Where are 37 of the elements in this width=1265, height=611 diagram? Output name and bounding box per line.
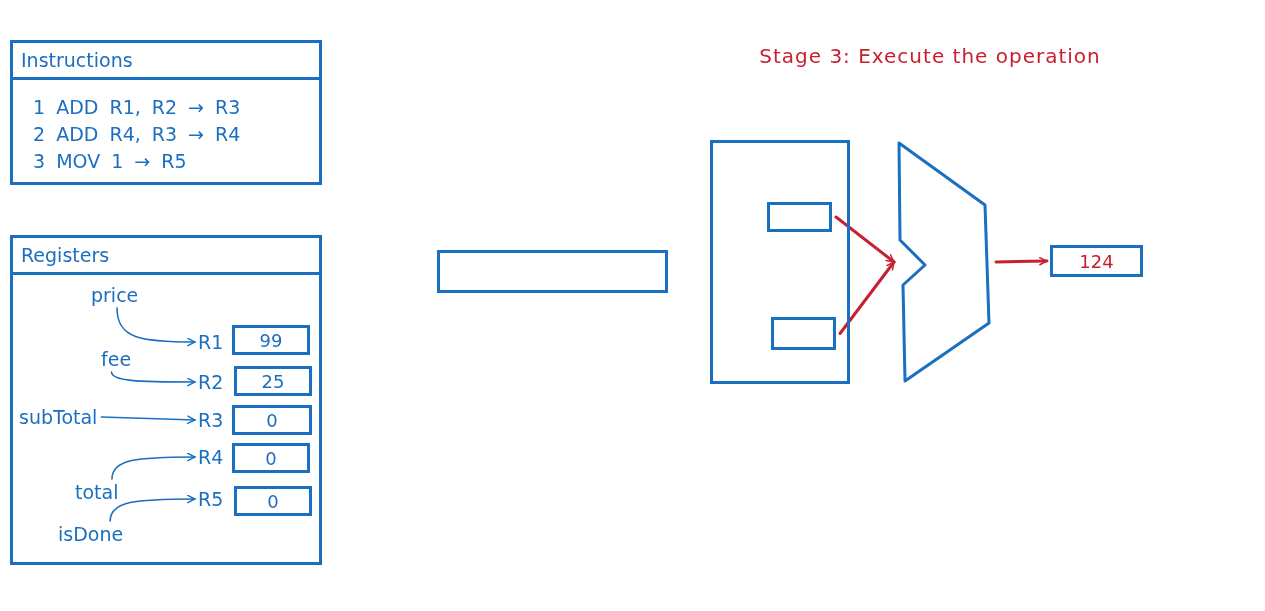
arrow bbox=[111, 452, 196, 480]
panel bbox=[10, 235, 322, 565]
register-name: R3 bbox=[198, 409, 224, 431]
register-name: R4 bbox=[198, 446, 224, 468]
value-box: 124 bbox=[1050, 245, 1143, 277]
panel-title: Instructions bbox=[21, 49, 133, 71]
register-name: R2 bbox=[198, 371, 224, 393]
alu-shape bbox=[897, 141, 992, 383]
arrow bbox=[110, 371, 196, 387]
variable-name: total bbox=[75, 481, 119, 503]
register-name: R1 bbox=[198, 331, 224, 353]
operand-box bbox=[771, 317, 836, 350]
arrow bbox=[116, 307, 196, 347]
arrow bbox=[109, 494, 196, 522]
value-box: 0 bbox=[232, 443, 310, 473]
instruction-line: 1 ADD R1, R2 → R3 bbox=[33, 96, 241, 118]
variable-name: subTotal bbox=[19, 406, 98, 428]
arrow bbox=[100, 415, 196, 425]
register-name: R5 bbox=[198, 488, 224, 510]
arrow bbox=[838, 260, 896, 335]
register-file-box bbox=[710, 140, 850, 384]
value-box: 0 bbox=[234, 486, 312, 516]
value-box: 0 bbox=[232, 405, 312, 435]
variable-name: fee bbox=[101, 348, 132, 370]
arrow bbox=[994, 256, 1049, 266]
panel-title: Registers bbox=[21, 244, 110, 266]
instruction-line: 3 MOV 1 → R5 bbox=[33, 150, 187, 172]
value-box: 99 bbox=[232, 325, 310, 355]
empty-bar bbox=[437, 250, 668, 293]
arrow bbox=[834, 215, 896, 264]
instruction-line: 2 ADD R4, R3 → R4 bbox=[33, 123, 241, 145]
panel bbox=[10, 40, 322, 185]
value-box: 25 bbox=[234, 366, 312, 396]
variable-name: isDone bbox=[58, 523, 124, 545]
operand-box bbox=[767, 202, 832, 232]
stage-title: Stage 3: Execute the operation bbox=[758, 44, 1102, 68]
variable-name: price bbox=[91, 284, 139, 306]
